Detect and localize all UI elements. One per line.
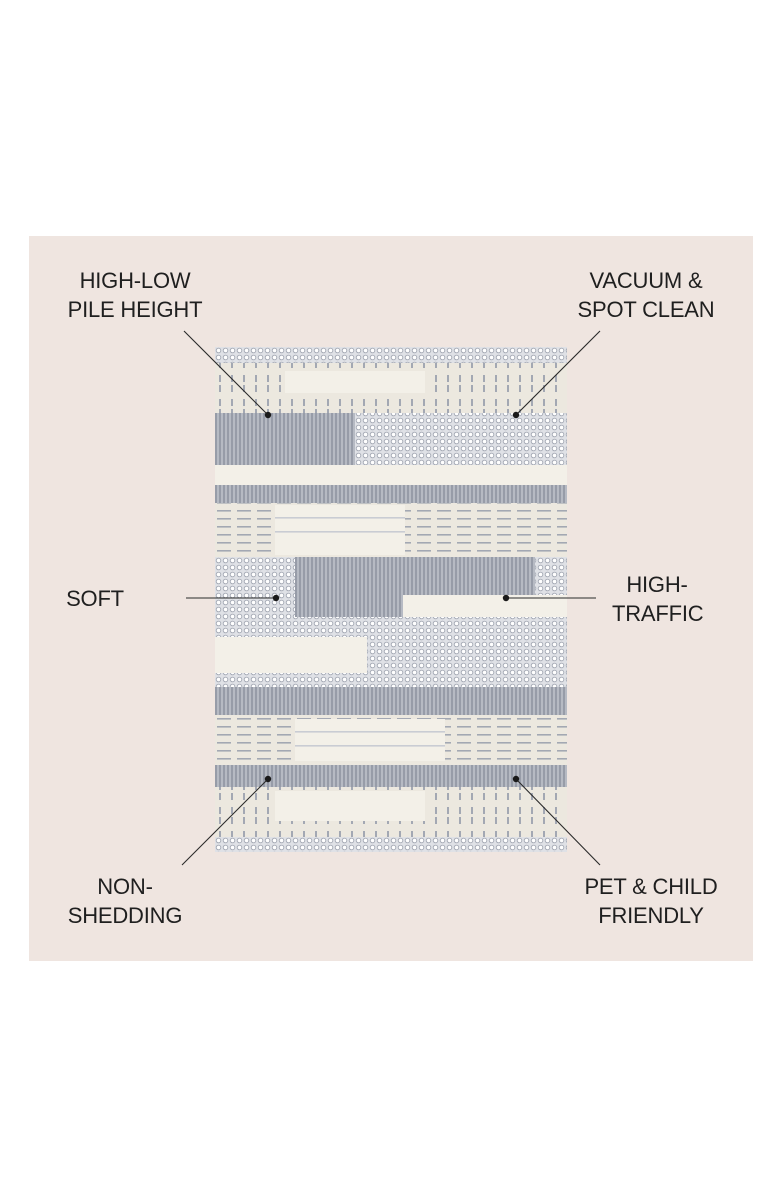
- callout-dot-friendly: [512, 775, 520, 783]
- feature-pile-height-line1: HIGH-LOW: [79, 268, 191, 293]
- callout-dot-traffic: [502, 594, 510, 602]
- feature-soft-line1: SOFT: [66, 586, 124, 611]
- callout-dot-soft: [272, 594, 280, 602]
- callout-line-pile-height: [183, 330, 269, 416]
- callout-line-friendly: [515, 778, 601, 866]
- callout-line-shedding: [181, 778, 269, 866]
- feature-shedding: NON- SHEDDING: [58, 872, 192, 930]
- callout-line-cleaning: [515, 330, 601, 416]
- feature-cleaning: VACUUM & SPOT CLEAN: [566, 266, 726, 324]
- feature-shedding-line2: SHEDDING: [67, 903, 183, 928]
- feature-friendly: PET & CHILD FRIENDLY: [576, 872, 726, 930]
- feature-pile-height: HIGH-LOW PILE HEIGHT: [60, 266, 210, 324]
- feature-cleaning-line1: VACUUM &: [589, 268, 703, 293]
- feature-soft: SOFT: [60, 584, 130, 613]
- feature-shedding-line1: NON-: [97, 874, 153, 899]
- feature-pile-height-line2: PILE HEIGHT: [67, 297, 203, 322]
- feature-traffic-line1: HIGH-: [626, 572, 688, 597]
- callout-dot-cleaning: [512, 411, 520, 419]
- feature-friendly-line1: PET & CHILD: [584, 874, 718, 899]
- callout-dot-shedding: [264, 775, 272, 783]
- callout-dot-pile-height: [264, 411, 272, 419]
- feature-friendly-line2: FRIENDLY: [598, 903, 704, 928]
- feature-traffic: HIGH- TRAFFIC: [612, 570, 704, 628]
- feature-cleaning-line2: SPOT CLEAN: [577, 297, 715, 322]
- feature-traffic-line2: TRAFFIC: [612, 601, 704, 626]
